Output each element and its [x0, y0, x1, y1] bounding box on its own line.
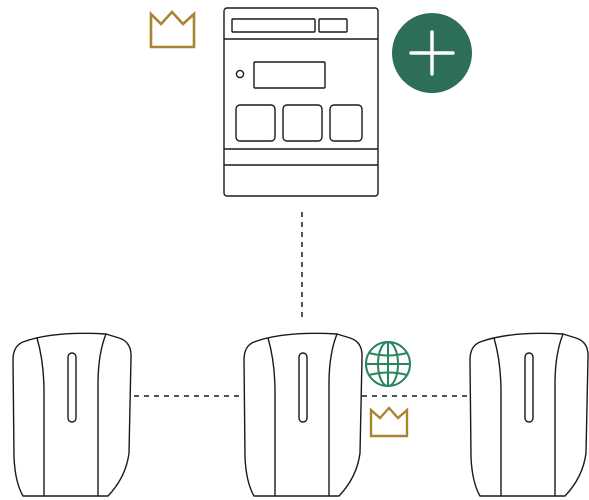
controller-label-slot-small — [318, 18, 348, 33]
controller-body — [223, 7, 379, 197]
controller-module — [235, 104, 276, 142]
globe-icon — [365, 341, 411, 387]
charger-right[interactable] — [469, 332, 589, 497]
controller-label-slot — [231, 18, 316, 33]
controller-module — [282, 104, 323, 142]
controller-display — [253, 61, 326, 89]
add-button[interactable] — [392, 13, 472, 93]
controller-led — [235, 69, 245, 79]
crown-icon — [369, 406, 409, 438]
charger-left[interactable] — [12, 332, 132, 497]
crown-icon — [149, 10, 196, 49]
plus-icon — [409, 30, 455, 76]
controller-device[interactable] — [223, 7, 379, 197]
charger-center[interactable] — [243, 332, 363, 497]
controller-module — [329, 104, 363, 142]
